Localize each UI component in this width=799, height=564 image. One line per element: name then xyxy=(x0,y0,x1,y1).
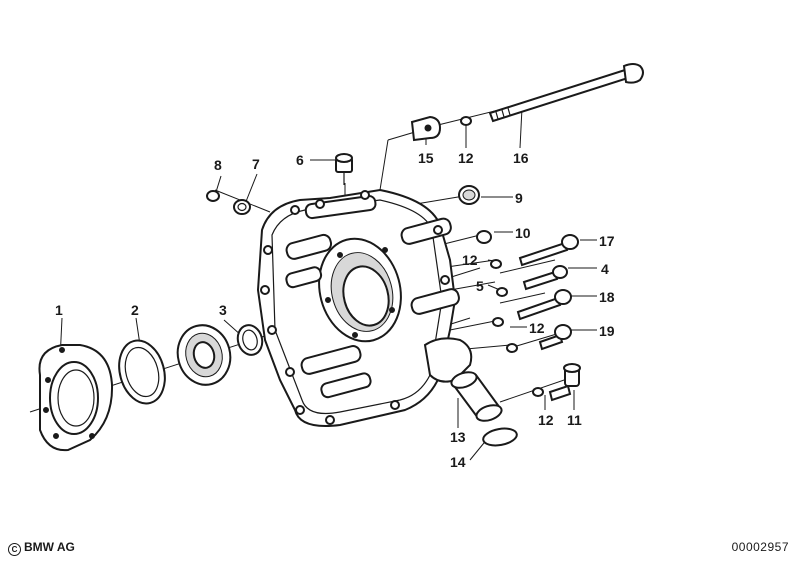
washers-part xyxy=(490,259,544,397)
ball-bearing-part xyxy=(176,324,232,386)
callout-12-right: 12 xyxy=(529,320,545,336)
callout-12-bottom: 12 xyxy=(538,412,554,428)
long-bolt-part xyxy=(488,63,644,123)
washer-top-part xyxy=(460,116,472,126)
document-number: 00002957 xyxy=(731,540,789,554)
drain-screw-part xyxy=(548,363,581,402)
callout-16: 16 xyxy=(513,150,529,166)
callout-15: 15 xyxy=(418,150,434,166)
callout-7: 7 xyxy=(252,156,260,172)
callout-3: 3 xyxy=(219,302,227,318)
flange-cover-part xyxy=(38,344,114,452)
breather-cap-part xyxy=(335,153,353,185)
callout-6: 6 xyxy=(296,152,304,168)
callout-1: 1 xyxy=(55,302,63,318)
small-seals-part xyxy=(206,190,251,215)
callout-12-mid: 12 xyxy=(462,252,478,268)
transfer-case-housing xyxy=(256,188,473,427)
callout-18: 18 xyxy=(599,289,615,305)
callout-19: 19 xyxy=(599,323,615,339)
housing-bolts-part xyxy=(516,234,579,351)
sensor-bracket-part xyxy=(410,115,442,142)
shim-ring-part xyxy=(118,339,166,405)
callout-14: 14 xyxy=(450,454,466,470)
seal-ring-part xyxy=(458,185,480,205)
copyright-text: BMW AG xyxy=(24,540,75,554)
copyright-icon: C xyxy=(8,543,21,556)
callout-17: 17 xyxy=(599,233,615,249)
callout-8: 8 xyxy=(214,157,222,173)
o-ring-part xyxy=(236,324,264,356)
callout-9: 9 xyxy=(515,190,523,206)
callout-12-top: 12 xyxy=(458,150,474,166)
callout-10: 10 xyxy=(515,225,531,241)
callout-5: 5 xyxy=(476,278,484,294)
cylinder-sleeve-part xyxy=(450,371,503,422)
callout-11: 11 xyxy=(567,412,582,428)
callout-2: 2 xyxy=(131,302,139,318)
plug-cap-part xyxy=(476,230,492,244)
circlip-part xyxy=(482,427,518,447)
callout-4: 4 xyxy=(601,261,609,277)
callout-13: 13 xyxy=(450,429,466,445)
